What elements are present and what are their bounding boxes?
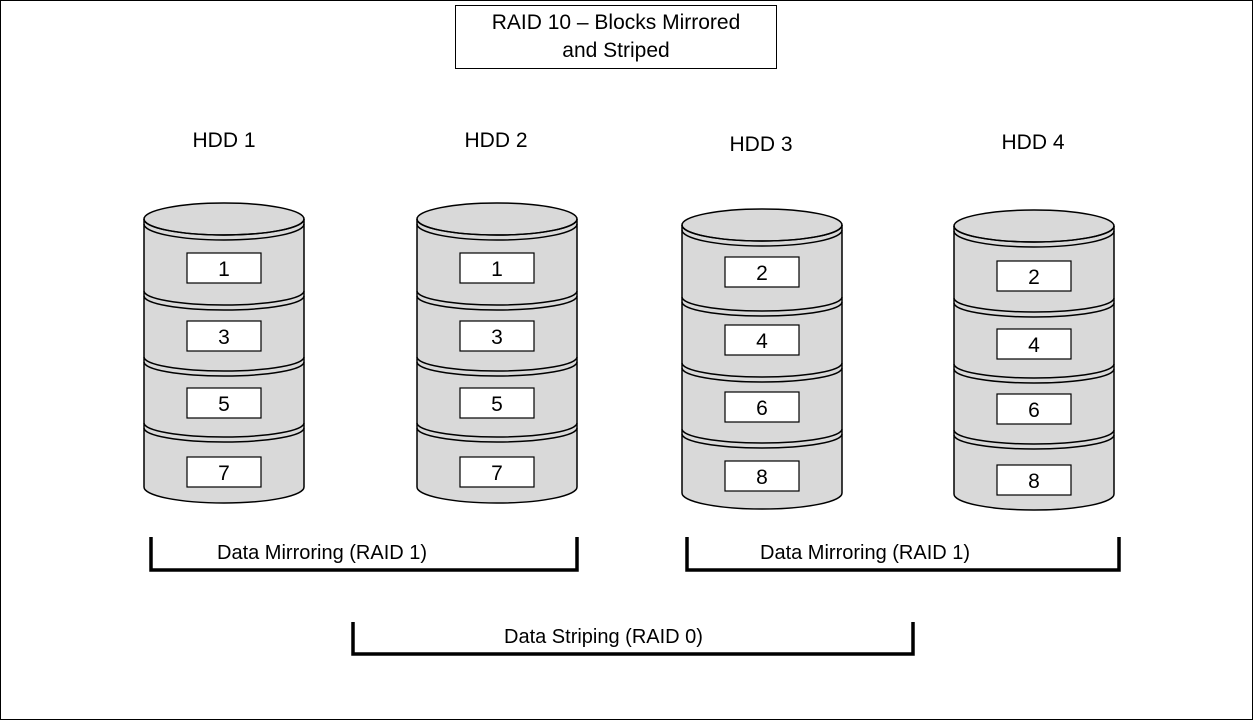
block: 8: [724, 460, 800, 492]
diagram-title: RAID 10 – Blocks Mirrored and Striped: [455, 5, 777, 69]
block-label: 1: [218, 258, 230, 281]
hdd-4-disk: 2 4 6 8: [953, 209, 1115, 511]
block-label: 5: [218, 393, 230, 416]
block-label: 2: [756, 262, 768, 285]
block-label: 8: [756, 466, 768, 489]
striping-bracket: [351, 622, 915, 656]
block: 7: [186, 456, 262, 488]
hdd-3-label: HDD 3: [729, 133, 793, 156]
block: 2: [724, 256, 800, 288]
mirror-left-bracket: [149, 537, 579, 572]
block-label: 3: [218, 326, 230, 349]
block: 3: [459, 320, 535, 352]
block-label: 6: [756, 397, 768, 420]
title-line-2: and Striped: [562, 39, 670, 62]
block: 4: [724, 324, 800, 356]
mirror-right-label: Data Mirroring (RAID 1): [756, 542, 975, 565]
block-label: 7: [218, 462, 230, 485]
hdd-2-label: HDD 2: [464, 129, 528, 152]
block: 1: [186, 252, 262, 284]
block: 8: [996, 464, 1072, 496]
block-label: 6: [1028, 399, 1040, 422]
block-label: 4: [1028, 334, 1040, 357]
block-label: 7: [491, 462, 503, 485]
block-label: 3: [491, 326, 503, 349]
title-line-1: RAID 10 – Blocks Mirrored: [491, 11, 741, 34]
mirror-left-label: Data Mirroring (RAID 1): [213, 542, 432, 565]
striping-label: Data Striping (RAID 0): [500, 626, 707, 649]
block-label: 5: [491, 393, 503, 416]
block: 5: [459, 387, 535, 419]
block-label: 4: [756, 330, 768, 353]
block: 3: [186, 320, 262, 352]
hdd-1-label: HDD 1: [192, 129, 256, 152]
block-label: 1: [491, 258, 503, 281]
block: 5: [186, 387, 262, 419]
mirror-right-bracket: [685, 537, 1121, 572]
hdd-2-disk: 1 3 5 7: [416, 202, 578, 504]
block: 6: [996, 393, 1072, 425]
hdd-4-label: HDD 4: [1001, 131, 1065, 154]
block: 7: [459, 456, 535, 488]
block-label: 2: [1028, 266, 1040, 289]
block: 4: [996, 328, 1072, 360]
hdd-1-disk: 1 3 5 7: [143, 202, 305, 504]
block: 2: [996, 260, 1072, 292]
block: 1: [459, 252, 535, 284]
hdd-3-disk: 2 4 6 8: [681, 208, 843, 510]
block: 6: [724, 391, 800, 423]
block-label: 8: [1028, 470, 1040, 493]
